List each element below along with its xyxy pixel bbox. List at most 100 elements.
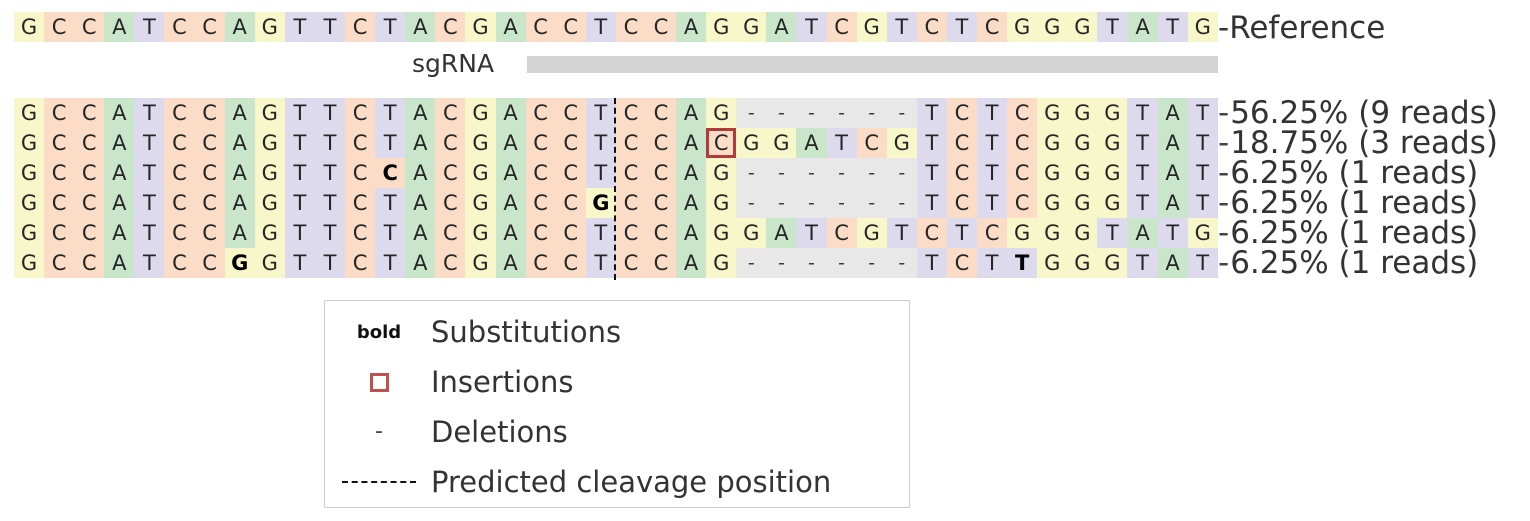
base-cell: G [856,12,887,42]
base-cell: T [916,158,947,188]
base-cell: T [585,12,616,42]
base-cell: C [74,98,105,128]
legend-label-cleavage: Predicted cleavage position [431,465,832,499]
base-cell: - [826,248,857,278]
base-cell: G [706,12,737,42]
legend-label-substitutions: Substitutions [431,315,622,349]
base-cell: C [826,12,857,42]
base-cell: - [856,98,887,128]
base-cell: G [465,248,496,278]
base-cell: A [676,218,707,248]
base-cell: A [495,128,526,158]
base-cell: A [104,12,135,42]
legend-box: bold Substitutions Insertions - Deletion… [324,300,910,508]
base-cell: C [555,98,586,128]
dashed-line-icon [325,457,433,507]
base-cell: G [465,158,496,188]
base-cell: G [1037,128,1068,158]
base-cell: T [916,248,947,278]
base-cell: C [1007,98,1038,128]
base-cell: C [706,128,737,158]
base-cell: G [706,218,737,248]
base-cell: A [104,188,135,218]
base-cell: C [194,98,225,128]
base-cell: A [676,12,707,42]
allele-frequency-text: 6.25% (1 reads) [1230,245,1479,281]
base-cell: T [314,188,346,218]
base-cell: C [525,128,556,158]
base-cell: A [1127,12,1158,42]
base-cell: T [134,12,165,42]
base-cell: G [254,218,285,248]
base-cell: C [615,98,646,128]
base-cell: A [676,158,707,188]
legend-row-substitutions: bold Substitutions [325,307,909,357]
base-cell: T [1187,98,1218,128]
base-cell: C [856,128,887,158]
base-cell: G [224,248,255,278]
base-cell: C [435,98,466,128]
base-cell: - [766,98,797,128]
base-cell: A [766,12,797,42]
base-cell: T [134,248,165,278]
base-cell: T [1157,218,1188,248]
legend-label-deletions: Deletions [431,415,568,449]
base-cell: C [555,128,586,158]
base-cell: C [44,128,75,158]
base-cell: C [44,158,75,188]
base-cell: A [405,98,436,128]
base-cell: G [1067,158,1098,188]
base-cell: C [1007,128,1038,158]
base-cell: G [1037,158,1068,188]
allele-frequency-text: 56.25% (9 reads) [1230,95,1498,131]
base-cell: A [676,248,707,278]
base-cell: A [405,188,436,218]
base-cell: T [314,12,346,42]
base-cell: A [224,128,255,158]
base-cell: T [314,158,346,188]
base-cell: C [345,188,376,218]
base-cell: G [1097,248,1128,278]
base-cell: T [1127,128,1158,158]
base-cell: T [134,188,165,218]
base-cell: C [44,218,75,248]
base-cell: G [465,98,496,128]
base-cell: C [525,218,556,248]
base-cell: C [916,12,947,42]
base-cell: C [164,12,195,42]
base-cell: T [1127,188,1158,218]
bold-text-icon: bold [325,307,433,357]
base-cell: T [977,248,1008,278]
base-cell: A [1157,188,1188,218]
base-cell: A [405,158,436,188]
base-cell: A [495,158,526,188]
allele-frequency-label: -6.25% (1 reads) [1218,158,1478,189]
base-cell: T [1187,158,1218,188]
base-cell: C [645,248,677,278]
base-cell: T [314,248,346,278]
base-cell: A [676,188,707,218]
base-cell: C [74,188,105,218]
red-square-icon [325,357,433,407]
base-cell: G [1097,98,1128,128]
base-cell: C [645,12,677,42]
base-cell: T [134,158,165,188]
base-cell: T [585,128,616,158]
base-cell: - [796,188,827,218]
base-cell: G [465,128,496,158]
base-cell: C [164,188,195,218]
base-cell: C [615,12,646,42]
base-cell: G [465,188,496,218]
base-cell: - [856,188,887,218]
base-cell: C [946,98,977,128]
base-cell: C [525,158,556,188]
base-cell: T [314,98,346,128]
base-cell: T [284,218,315,248]
base-cell: C [74,248,105,278]
base-cell: A [224,188,255,218]
base-cell: C [645,188,677,218]
base-cell: - [856,248,887,278]
base-cell: C [977,218,1008,248]
